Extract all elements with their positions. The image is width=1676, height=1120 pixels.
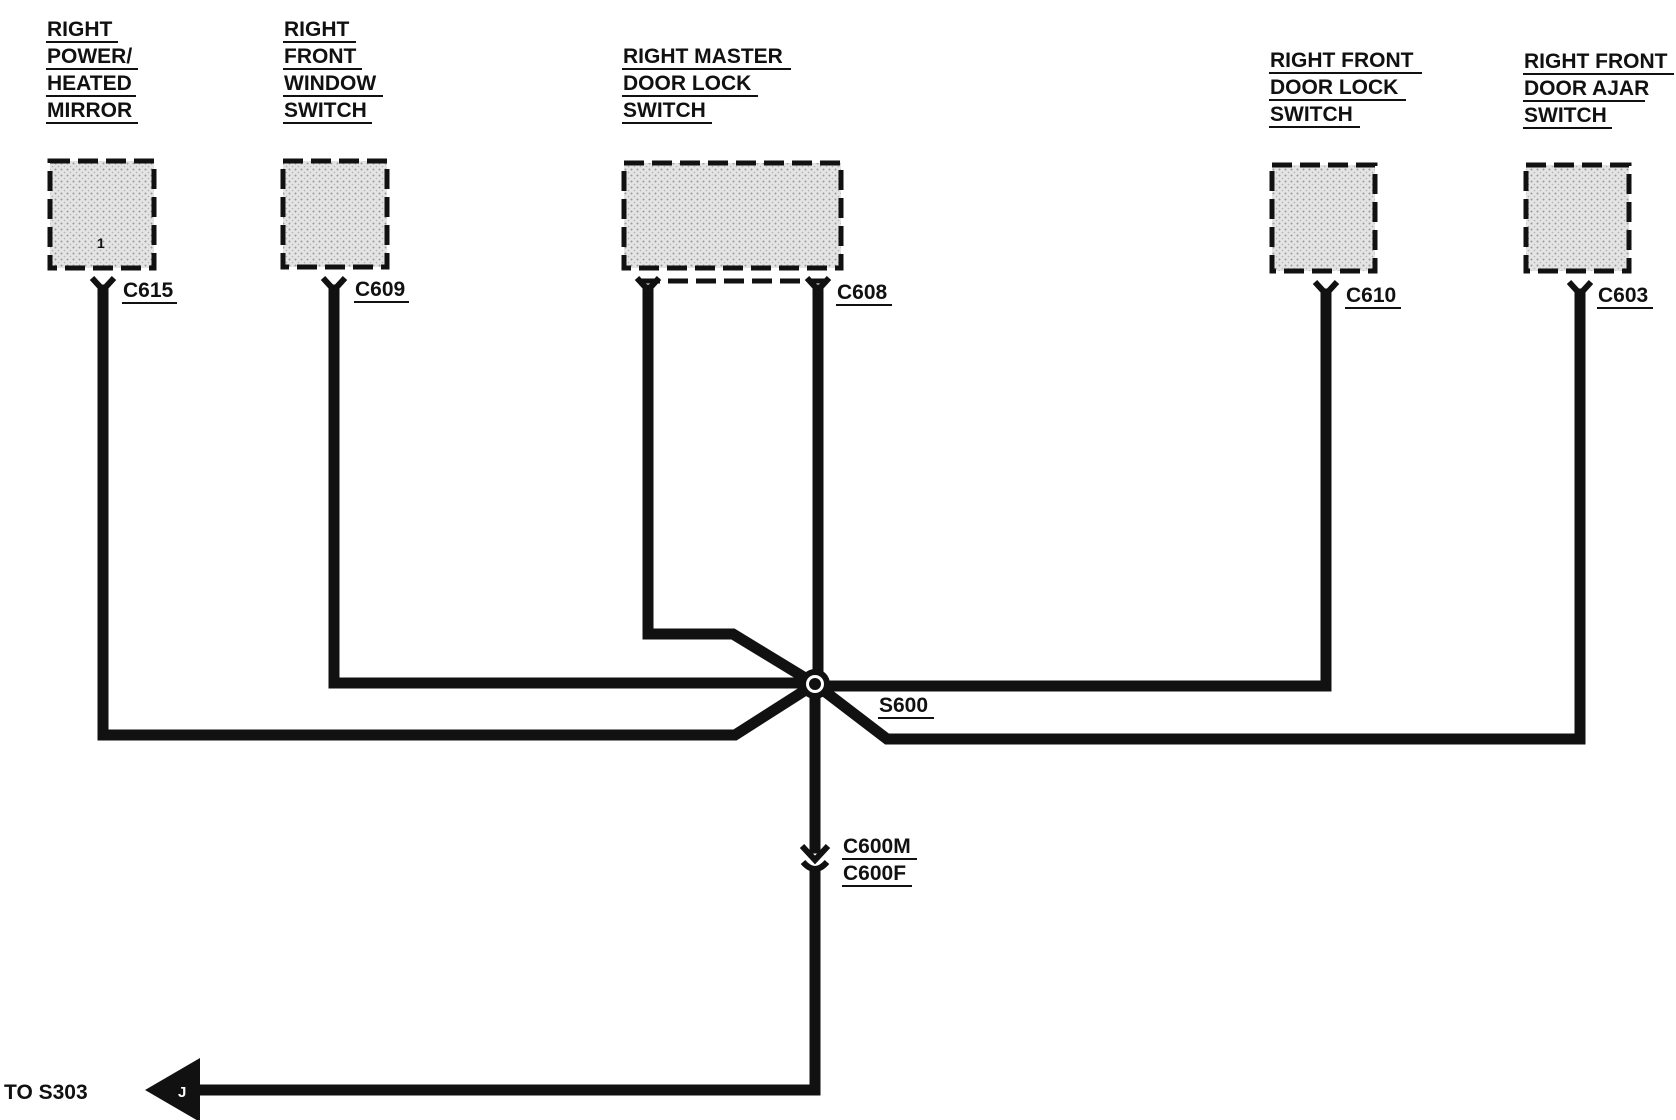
connector-c609-label: C609 [355, 278, 405, 301]
inline-connector-c600: C600M C600F [799, 835, 917, 887]
label-right-power-heated-mirror: RIGHT POWER/ HEATED MIRROR [46, 18, 138, 124]
off-page-arrow-icon [145, 1058, 200, 1120]
connector-c610-label: C610 [1346, 284, 1396, 307]
svg-text:SWITCH: SWITCH [1270, 103, 1353, 126]
connector-c600m-label: C600M [843, 835, 911, 858]
wire-door-ajar [807, 288, 1586, 745]
svg-text:SWITCH: SWITCH [284, 99, 367, 122]
door-lock-component-box [1269, 162, 1378, 274]
destination-label: TO S303 [4, 1081, 88, 1104]
label-right-front-window-switch: RIGHT FRONT WINDOW SWITCH [283, 18, 383, 124]
connector-c600f-label: C600F [843, 862, 906, 885]
connector-c608-label: C608 [837, 281, 888, 304]
svg-text:DOOR LOCK: DOOR LOCK [1270, 76, 1398, 99]
wire-window-switch [328, 284, 821, 689]
label-right-master-door-lock-switch: RIGHT MASTER DOOR LOCK SWITCH [622, 45, 791, 124]
svg-text:RIGHT: RIGHT [47, 18, 113, 41]
svg-text:SWITCH: SWITCH [623, 99, 706, 122]
splice-s600-label: S600 [879, 694, 928, 717]
svg-text:RIGHT MASTER: RIGHT MASTER [623, 45, 783, 68]
svg-text:HEATED: HEATED [47, 72, 132, 95]
wire-door-lock [809, 288, 1332, 692]
master-door-lock-component-box [621, 160, 844, 271]
svg-text:MIRROR: MIRROR [47, 99, 132, 122]
wire-c600-to-s303 [179, 866, 821, 1096]
svg-text:SWITCH: SWITCH [1524, 104, 1607, 127]
mirror-pin-label: 1 [97, 235, 105, 251]
svg-text:RIGHT FRONT: RIGHT FRONT [1524, 50, 1668, 73]
svg-text:DOOR LOCK: DOOR LOCK [623, 72, 751, 95]
label-right-front-door-ajar-switch: RIGHT FRONT DOOR AJAR SWITCH [1523, 50, 1674, 129]
svg-text:POWER/: POWER/ [47, 45, 132, 68]
svg-text:FRONT: FRONT [284, 45, 356, 68]
off-page-arrow-pin: J [178, 1084, 186, 1101]
svg-text:RIGHT: RIGHT [284, 18, 350, 41]
connector-labels: C615 C609 C608 C610 C603 [122, 278, 1653, 309]
connector-c615-label: C615 [123, 279, 174, 302]
svg-text:RIGHT FRONT: RIGHT FRONT [1270, 49, 1414, 72]
connector-c603-label: C603 [1598, 284, 1648, 307]
label-right-front-door-lock-switch: RIGHT FRONT DOOR LOCK SWITCH [1269, 49, 1422, 128]
svg-text:DOOR AJAR: DOOR AJAR [1524, 77, 1649, 100]
door-ajar-component-box [1523, 162, 1632, 274]
wire-master-lock-a [642, 284, 823, 692]
mirror-component-box [47, 158, 157, 271]
ground-wires [97, 284, 1586, 1096]
window-switch-component-box [280, 158, 390, 270]
svg-text:WINDOW: WINDOW [284, 72, 376, 95]
wire-mirror [97, 284, 823, 741]
